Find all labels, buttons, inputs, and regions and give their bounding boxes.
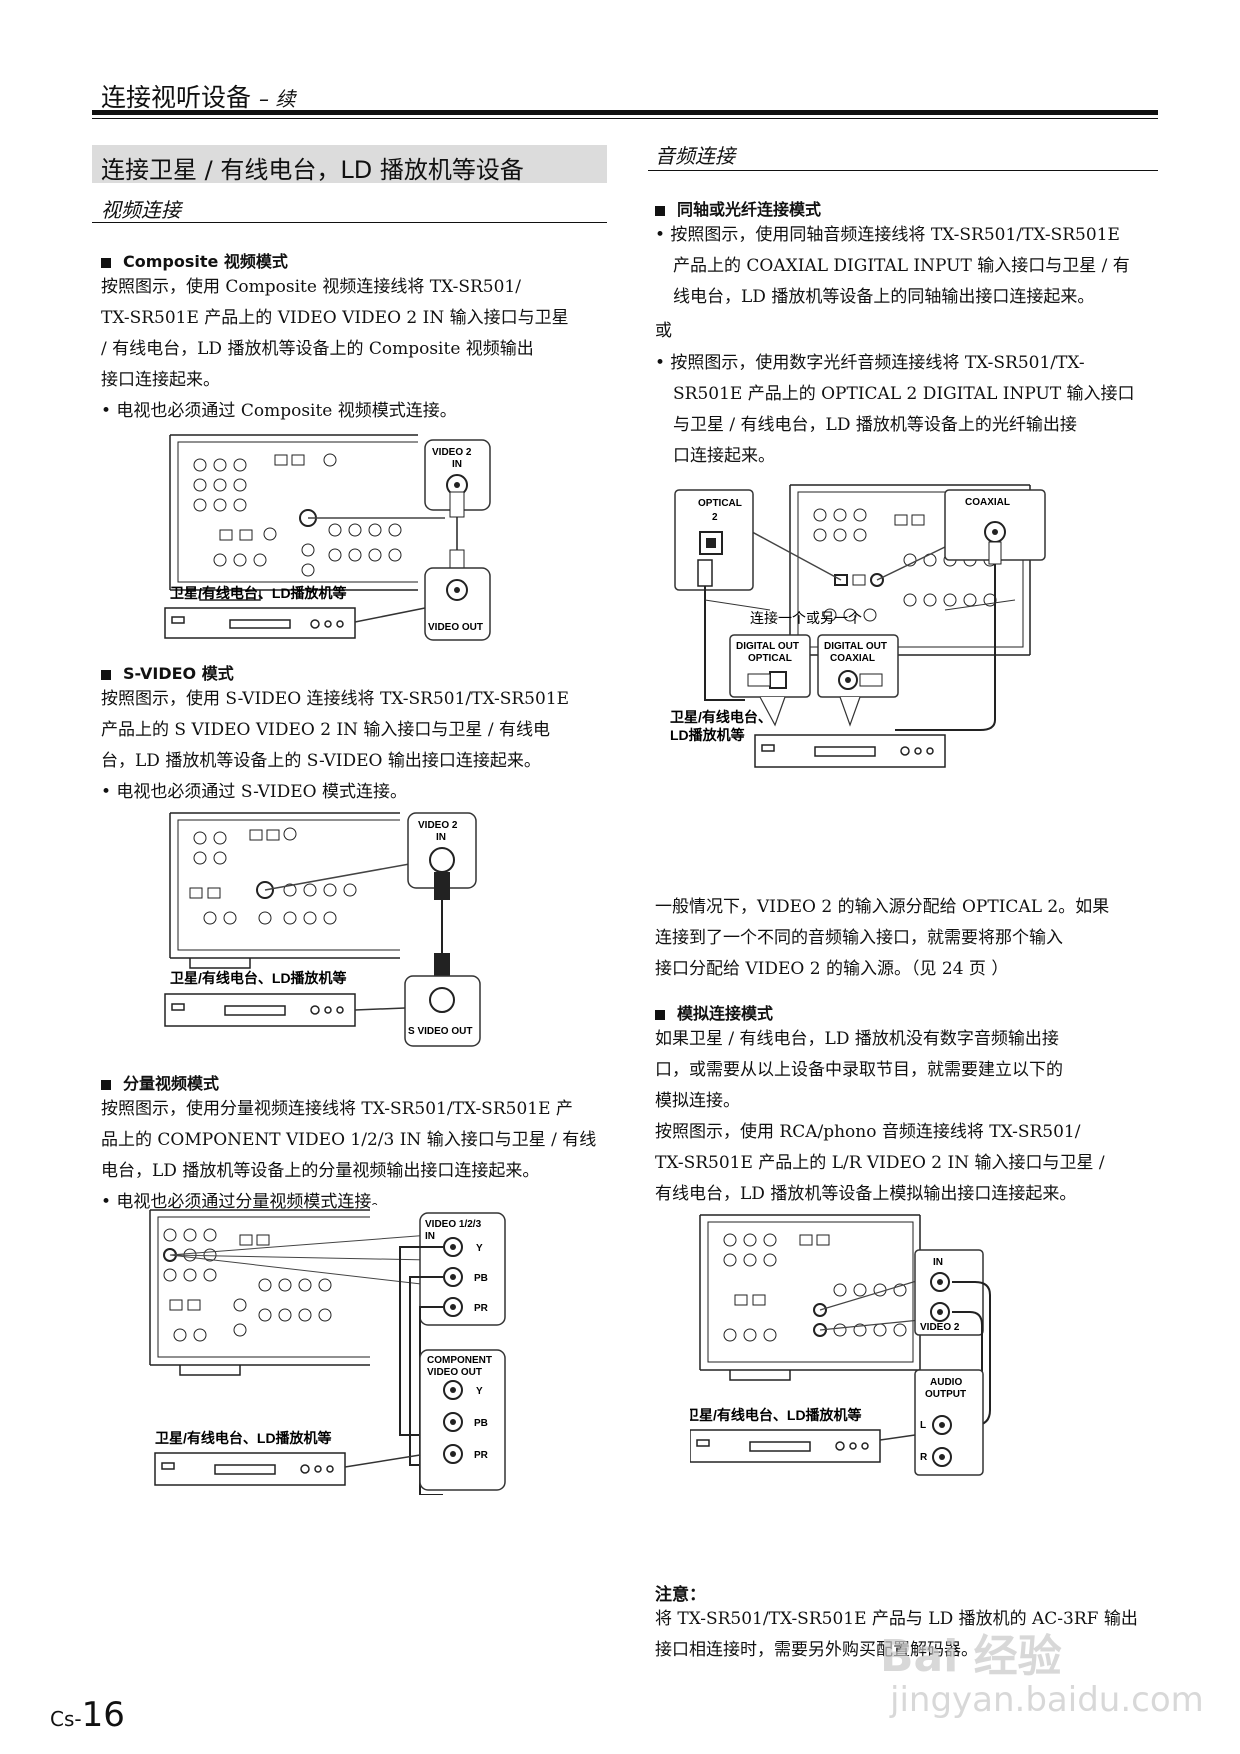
- analog-in-label: IN: [933, 1257, 943, 1268]
- digital-bullet-2: • 按照图示，使用数字光纤音频连接线将 TX-SR501/TX- SR501E …: [655, 353, 1135, 466]
- digital-device-label-2: LD播放机等: [670, 727, 745, 743]
- analog-device-label: 卫星/有线电台、LD播放机等: [690, 1407, 862, 1423]
- component-diagram: VIDEO 1/2/3 IN Y PB PR COMPONENT VIDEO O…: [149, 1205, 580, 1495]
- component-device-label: 卫星/有线电台、LD播放机等: [155, 1430, 332, 1446]
- video-subheading: 视频连接: [101, 198, 181, 222]
- receiver-rear-panel: [169, 812, 421, 969]
- audio-subheading: 音频连接: [655, 144, 735, 168]
- coaxial-in-label: COAXIAL: [965, 497, 1010, 508]
- svideo-note: • 电视也必须通过 S-VIDEO 模式连接。: [101, 782, 407, 802]
- svideo-in-label-1: VIDEO 2: [418, 820, 458, 831]
- receiver-rear-panel: [169, 434, 421, 601]
- page-header: 连接视听设备 – 续: [101, 78, 295, 114]
- pb-out-label: PB: [474, 1418, 488, 1429]
- analog-paragraph-2: 按照图示，使用 RCA/phono 音频连接线将 TX-SR501/ TX-SR…: [655, 1122, 1105, 1204]
- header-title: 连接视听设备: [101, 83, 252, 112]
- svideo-paragraph: 按照图示，使用 S-VIDEO 连接线将 TX-SR501/TX-SR501E …: [101, 689, 570, 771]
- video2-in-label-1: VIDEO 2: [432, 447, 472, 458]
- composite-device-label: 卫星/有线电台、LD播放机等: [170, 585, 347, 601]
- component-out-label-2: VIDEO OUT: [427, 1367, 482, 1378]
- watermark-brand: Bai 经验: [880, 1631, 1062, 1682]
- video-subheading-rule: [92, 222, 607, 223]
- component-in-jacks: [443, 1237, 463, 1317]
- component-paragraph: 按照图示，使用分量视频连接线将 TX-SR501/TX-SR501E 产 品上的…: [101, 1099, 597, 1181]
- digital-after-paragraph: 一般情况下，VIDEO 2 的输入源分配给 OPTICAL 2。如果 连接到了一…: [655, 897, 1110, 979]
- component-heading: 分量视频模式: [101, 1070, 219, 1094]
- component-out-jacks: [443, 1380, 463, 1464]
- composite-diagram: VIDEO 2 IN VIDEO OUT 卫星/有线电台、LD播放机等: [164, 430, 580, 641]
- svideo-heading: S-VIDEO 模式: [101, 660, 234, 684]
- digital-out-optical-label-1: DIGITAL OUT: [736, 641, 799, 652]
- audio-output-label-2: OUTPUT: [925, 1389, 966, 1400]
- ld-player-icon: [754, 734, 946, 768]
- svideo-diagram: VIDEO 2 IN S VIDEO OUT 卫星/有线电台、LD播放机等: [164, 808, 580, 1047]
- y-out-label: Y: [476, 1386, 483, 1397]
- header-rule: [92, 110, 1158, 115]
- digital-out-optical-label-2: OPTICAL: [748, 653, 792, 664]
- composite-note: • 电视也必须通过 Composite 视频模式连接。: [101, 401, 457, 421]
- video-out-label: VIDEO OUT: [428, 622, 483, 633]
- or-text: 或: [655, 321, 672, 341]
- optical-in-number: 2: [712, 512, 718, 523]
- audio-r-label: R: [920, 1452, 928, 1463]
- composite-heading: Composite 视频模式: [101, 248, 288, 272]
- note-paragraph: 将 TX-SR501/TX-SR501E 产品与 LD 播放机的 AC-3RF …: [655, 1609, 1138, 1660]
- component-in-label-2: IN: [425, 1231, 435, 1242]
- digital-heading: 同轴或光纤连接模式: [655, 196, 821, 220]
- audio-l-label: L: [920, 1420, 926, 1431]
- composite-paragraph: 按照图示，使用 Composite 视频连接线将 TX-SR501/ TX-SR…: [101, 277, 569, 390]
- video-out-callout: [424, 567, 491, 641]
- section-title: 连接卫星 / 有线电台，LD 播放机等设备: [101, 156, 524, 184]
- page-number: Cs-16: [50, 1695, 125, 1735]
- digital-bullet-1: • 按照图示，使用同轴音频连接线将 TX-SR501/TX-SR501E 产品上…: [655, 225, 1130, 307]
- digital-out-coaxial-label-2: COAXIAL: [830, 653, 875, 664]
- receiver-rear-panel: [699, 1214, 921, 1381]
- note-title: 注意：: [655, 1585, 706, 1605]
- header-subtitle: – 续: [258, 87, 296, 111]
- optical-in-label: OPTICAL: [698, 498, 742, 509]
- digital-out-coaxial-label-1: DIGITAL OUT: [824, 641, 887, 652]
- video2-in-label-2: IN: [452, 459, 462, 470]
- pr-label: PR: [474, 1303, 489, 1314]
- ld-player-icon: [690, 1429, 881, 1463]
- ld-player-icon: [164, 993, 356, 1027]
- audio-subheading-rule: [648, 170, 1158, 171]
- component-in-callout: [419, 1212, 506, 1326]
- pb-label: PB: [474, 1273, 488, 1284]
- video-out-jack-icon: [446, 579, 468, 601]
- ld-player-icon: [164, 607, 356, 639]
- receiver-rear-panel: [149, 1209, 391, 1376]
- component-note: • 电视也必须通过分量视频模式连接。: [101, 1192, 389, 1212]
- section-title-box: [92, 145, 607, 183]
- ld-player-icon: [154, 1452, 346, 1486]
- watermark-url: jingyan.baidu.com: [890, 1680, 1204, 1720]
- analog-video2-label: VIDEO 2: [920, 1322, 960, 1333]
- optical-jack-icon: [699, 531, 723, 555]
- svideo-in-label-2: IN: [436, 832, 446, 843]
- either-label: 连接一个或另一个: [750, 610, 862, 626]
- analog-heading: 模拟连接模式: [655, 1000, 773, 1024]
- audio-output-label-1: AUDIO: [930, 1377, 962, 1388]
- y-label: Y: [476, 1243, 483, 1254]
- pr-out-label: PR: [474, 1450, 489, 1461]
- svideo-device-label: 卫星/有线电台、LD播放机等: [170, 970, 347, 986]
- analog-paragraph-1: 如果卫星 / 有线电台，LD 播放机没有数字音频输出接 口，或需要从以上设备中录…: [655, 1029, 1063, 1111]
- audio-output-callout: [914, 1369, 984, 1476]
- header-rule-thin: [92, 118, 1158, 119]
- svideo-out-label: S VIDEO OUT: [408, 1026, 472, 1037]
- digital-device-label-1: 卫星/有线电台、: [670, 709, 772, 725]
- analog-diagram: IN VIDEO 2 AUDIO OUTPUT L R 卫星/有线电台、LD播放…: [690, 1214, 991, 1476]
- component-out-label-1: COMPONENT: [427, 1355, 492, 1366]
- digital-audio-diagram: OPTICAL 2 COAXIAL 连接一个或另一个 DIGITAL OUT O…: [670, 484, 1046, 768]
- svideo-out-jack-icon: [429, 987, 455, 1013]
- component-in-label-1: VIDEO 1/2/3: [425, 1219, 482, 1230]
